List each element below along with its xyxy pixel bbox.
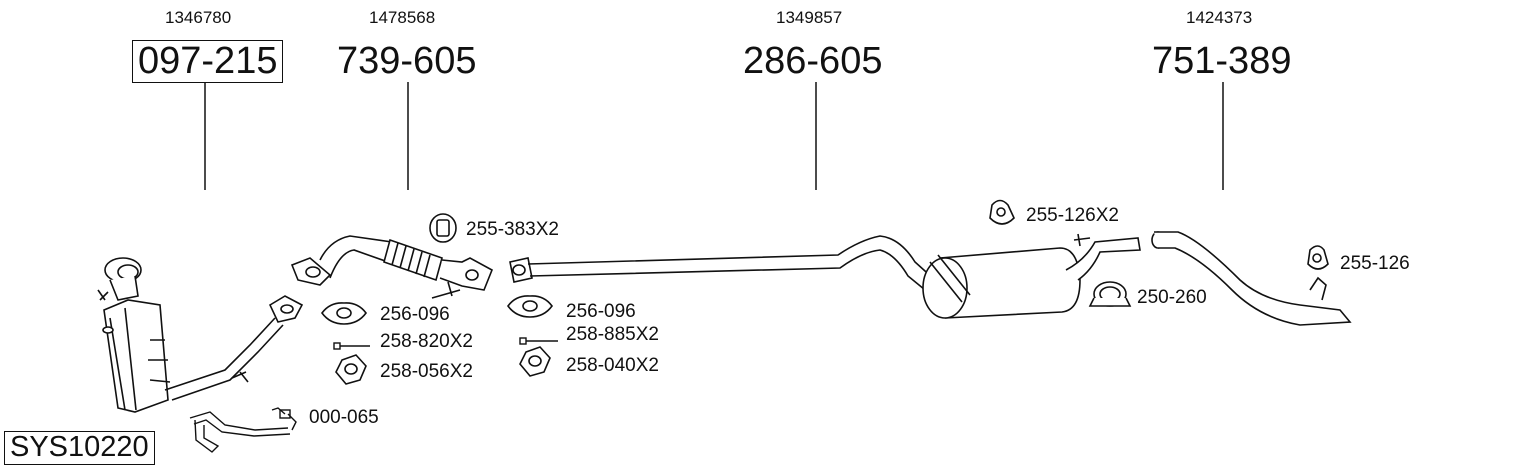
ref-number-1: 1346780	[165, 8, 232, 27]
rubber-mount-icon-3	[1307, 245, 1329, 270]
center-pipe-illustration	[509, 235, 936, 295]
accessory-rubber-mount-2[interactable]: 255-126X2	[1026, 205, 1119, 226]
bolt-icon	[333, 337, 558, 350]
part-code-center-pipe[interactable]: 286-605	[743, 40, 883, 82]
rubber-mount-icon	[429, 213, 457, 243]
ref-number-3: 1349857	[776, 8, 843, 27]
part-code-rear-silencer[interactable]: 751-389	[1152, 40, 1292, 82]
accessory-bolt-2[interactable]: 258-885X2	[566, 324, 659, 345]
rubber-mount-icon-2	[989, 199, 1015, 225]
part-code-catalytic-converter[interactable]: 097-215	[132, 40, 284, 83]
accessory-rubber-mount-3[interactable]: 255-126	[1340, 253, 1410, 274]
nut-icon	[335, 346, 551, 385]
accessory-gasket-2[interactable]: 256-096	[566, 301, 636, 322]
accessory-sensor-pipe[interactable]: 000-065	[309, 407, 379, 428]
middle-silencer-illustration	[922, 233, 1141, 319]
accessory-rubber-mount-1[interactable]: 255-383X2	[466, 219, 559, 240]
down-pipe-illustration	[164, 295, 304, 401]
front-pipe-illustration	[290, 235, 494, 299]
accessory-clamp[interactable]: 250-260	[1137, 287, 1207, 308]
catalytic-converter-illustration	[97, 257, 171, 413]
clamp-icon	[1088, 281, 1132, 307]
rear-pipe-illustration	[1151, 231, 1352, 326]
part-code-front-pipe[interactable]: 739-605	[337, 40, 477, 82]
system-id: SYS10220	[4, 431, 155, 465]
accessory-nut-2[interactable]: 258-040X2	[566, 355, 659, 376]
ref-number-2: 1478568	[369, 8, 436, 27]
gasket-icon	[321, 295, 553, 325]
sensor-pipe-illustration	[189, 407, 297, 453]
accessory-nut-1[interactable]: 258-056X2	[380, 361, 473, 382]
ref-number-4: 1424373	[1186, 8, 1253, 27]
accessory-bolt-1[interactable]: 258-820X2	[380, 331, 473, 352]
accessory-gasket-1[interactable]: 256-096	[380, 304, 450, 325]
